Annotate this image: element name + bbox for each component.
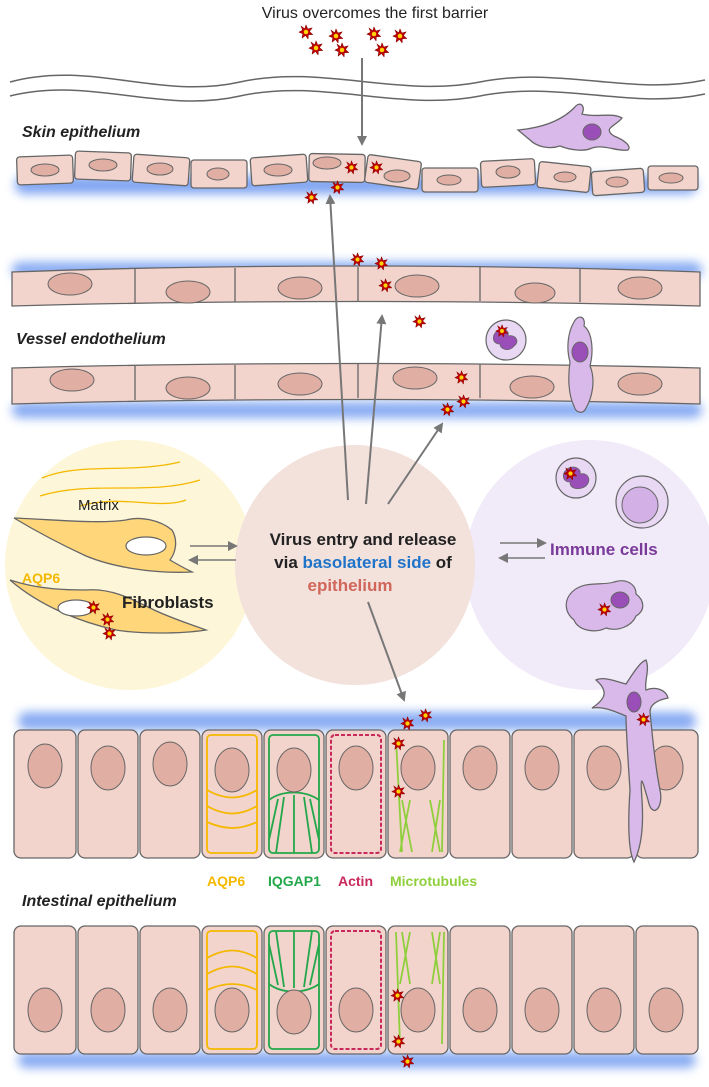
iqgap1-cell-upper bbox=[268, 734, 320, 854]
center-line-1: Virus entry and release bbox=[270, 530, 457, 549]
actin-cell-lower bbox=[330, 930, 382, 1050]
intestinal-upper-nuclei bbox=[27, 741, 684, 793]
label-aqp6-fibroblast: AQP6 bbox=[22, 570, 60, 586]
center-line-3: epithelium bbox=[307, 576, 392, 595]
diagram-title: Virus overcomes the first barrier bbox=[262, 5, 489, 22]
vessel-upper-nuclei bbox=[47, 272, 663, 304]
label-fibroblasts: Fibroblasts bbox=[122, 593, 214, 612]
label-skin-epithelium: Skin epithelium bbox=[22, 124, 140, 141]
vessel-upper-layer bbox=[11, 265, 701, 307]
legend-actin: Actin bbox=[338, 873, 373, 889]
center-zone bbox=[235, 445, 475, 685]
vessel-neutrophil bbox=[485, 319, 527, 361]
legend-iqgap1: IQGAP1 bbox=[268, 873, 321, 889]
virus-cluster-top bbox=[298, 24, 408, 58]
aqp6-cell-upper bbox=[206, 734, 258, 854]
immune-lymphocyte bbox=[615, 475, 669, 529]
vessel-lower-layer bbox=[11, 362, 701, 405]
intestinal-lower-nuclei bbox=[27, 987, 684, 1035]
label-immune-cells: Immune cells bbox=[550, 540, 658, 559]
legend: AQP6 IQGAP1 Actin Microtubules bbox=[207, 873, 477, 889]
fibroblast-lower bbox=[9, 579, 209, 634]
vessel-lower-nuclei bbox=[49, 366, 663, 400]
skin-dendritic-cell bbox=[516, 103, 630, 151]
immune-neutrophil bbox=[555, 457, 597, 499]
highlight-basolateral: basolateral side bbox=[303, 553, 432, 572]
vessel-crossing-cell bbox=[567, 316, 594, 413]
legend-aqp6: AQP6 bbox=[207, 873, 245, 889]
matrix-fibers bbox=[39, 461, 201, 507]
center-line-2: via basolateral side of bbox=[274, 553, 452, 572]
iqgap1-cell-lower bbox=[268, 930, 320, 1050]
legend-microtubules: Microtubules bbox=[390, 873, 477, 889]
label-matrix: Matrix bbox=[78, 497, 119, 514]
microtubule-cell-lower bbox=[395, 931, 445, 1045]
actin-cell-upper bbox=[330, 734, 382, 854]
intestinal-dendritic-cell bbox=[591, 659, 669, 864]
arrows-from-center bbox=[325, 194, 444, 702]
label-intestinal-epithelium: Intestinal epithelium bbox=[22, 893, 177, 910]
aqp6-cell-lower bbox=[206, 930, 258, 1050]
fibroblast-upper bbox=[13, 517, 195, 573]
skin-surface-lines bbox=[9, 74, 706, 102]
skin-nuclei bbox=[30, 156, 684, 188]
label-vessel-endothelium: Vessel endothelium bbox=[16, 331, 166, 348]
